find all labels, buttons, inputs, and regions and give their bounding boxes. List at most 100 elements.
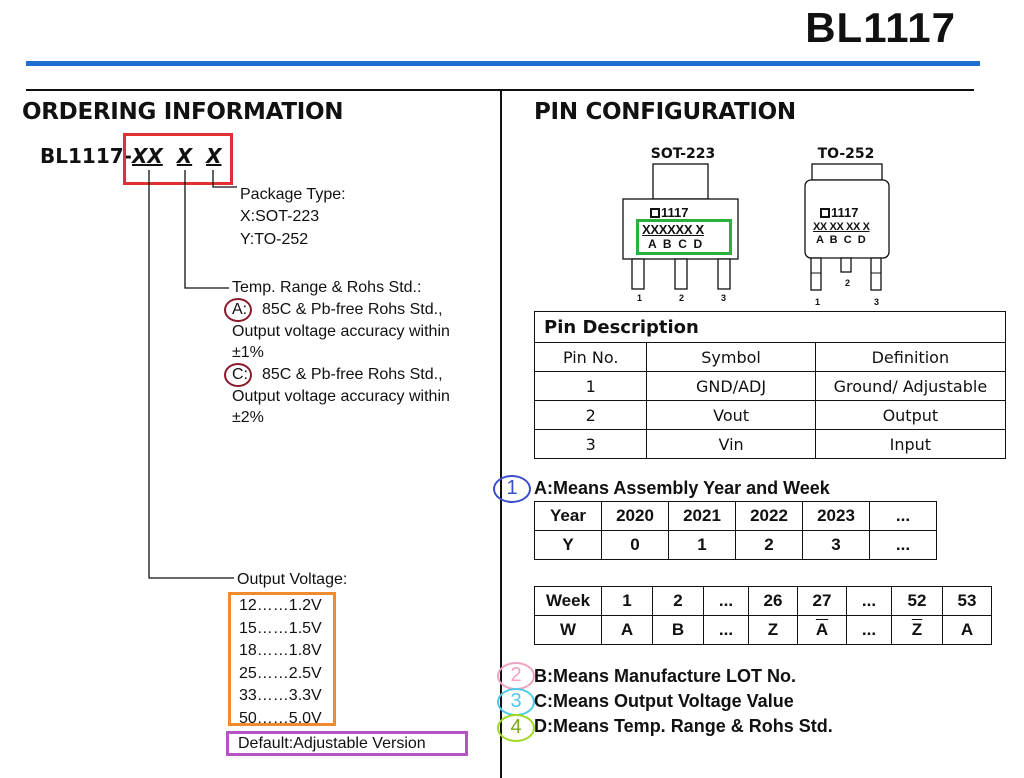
table-cell: 2023 bbox=[802, 501, 870, 531]
table-row: Week 1 2 ... 26 27 ... 52 53 bbox=[534, 586, 992, 616]
part-prefix: BL1117- bbox=[40, 144, 132, 168]
table-cell: Week bbox=[534, 586, 602, 616]
pin-description-title: Pin Description bbox=[534, 311, 1006, 343]
note-a-text: A:Means Assembly Year and Week bbox=[534, 478, 830, 498]
sot223-pin-2: 2 bbox=[679, 293, 685, 303]
note-d-ring: 4 bbox=[497, 714, 535, 742]
table-cell: 2 bbox=[533, 400, 648, 430]
table-cell: 1 bbox=[668, 530, 736, 560]
table-row: 3 Vin Input bbox=[533, 429, 1007, 459]
table-cell: 0 bbox=[601, 530, 669, 560]
bl-logo-icon bbox=[650, 208, 660, 218]
table-cell: A bbox=[601, 615, 653, 645]
voltage-option-15: 15……1.5V bbox=[239, 619, 322, 637]
table-row: 1 GND/ADJ Ground/ Adjustable bbox=[533, 371, 1007, 401]
table-cell: ... bbox=[846, 615, 892, 645]
note-b-ring: 2 bbox=[497, 662, 535, 690]
table-cell: ... bbox=[846, 586, 892, 616]
sot223-code: XXXXXX X bbox=[642, 222, 704, 237]
temp-option-a-line1: 85C & Pb-free Rohs Std., bbox=[262, 301, 443, 318]
temp-a-highlight-ring bbox=[224, 298, 252, 322]
table-cell: 26 bbox=[748, 586, 798, 616]
temp-option-c-line2: Output voltage accuracy within bbox=[232, 388, 450, 405]
table-cell: A bbox=[797, 615, 847, 645]
table-cell: 1 bbox=[533, 371, 648, 401]
sot223-mark: 1117 bbox=[650, 205, 689, 220]
to252-mark: 1117 bbox=[820, 205, 859, 220]
temp-range-label: Temp. Range & Rohs Std.: bbox=[232, 279, 422, 296]
section-divider bbox=[500, 89, 502, 778]
voltage-connector bbox=[148, 170, 234, 579]
table-cell: A bbox=[942, 615, 992, 645]
note-a-ring: 1 bbox=[493, 475, 531, 503]
table-row: Y 0 1 2 3 ... bbox=[534, 530, 937, 560]
part-field-xx: XX bbox=[131, 144, 163, 168]
voltage-option-18: 18……1.8V bbox=[239, 642, 322, 660]
table-cell: W bbox=[534, 615, 602, 645]
package-option-sot223: X:SOT-223 bbox=[240, 208, 320, 225]
table-cell: 3 bbox=[533, 429, 648, 459]
package-option-to252: Y:TO-252 bbox=[240, 231, 309, 248]
note-b-text: B:Means Manufacture LOT No. bbox=[534, 666, 797, 686]
pin-description-table: Pin Description Pin No. Symbol Definitio… bbox=[533, 311, 1007, 459]
sot223-pin-1: 1 bbox=[637, 293, 643, 303]
temp-option-a-line3: ±1% bbox=[232, 344, 264, 361]
table-row: Year 2020 2021 2022 2023 ... bbox=[534, 501, 937, 531]
table-cell: Vout bbox=[646, 400, 816, 430]
table-cell: GND/ADJ bbox=[646, 371, 816, 401]
to252-label: TO-252 bbox=[817, 146, 875, 162]
package-type-label: Package Type: bbox=[240, 186, 346, 203]
header-blue-bar bbox=[26, 61, 980, 66]
to252-code: XX XX XX X bbox=[813, 221, 870, 233]
to252-package-drawing bbox=[804, 163, 890, 291]
table-cell: 2021 bbox=[668, 501, 736, 531]
voltage-option-12: 12……1.2V bbox=[239, 597, 322, 614]
voltage-option-33: 33……3.3V bbox=[239, 687, 322, 705]
sot223-package-drawing bbox=[622, 163, 739, 290]
table-cell: 2 bbox=[735, 530, 803, 560]
temp-option-c-line3: ±2% bbox=[232, 409, 264, 426]
note-c-text: C:Means Output Voltage Value bbox=[534, 691, 794, 711]
table-cell: Output bbox=[814, 400, 1007, 430]
table-cell: ... bbox=[869, 530, 937, 560]
document-title: BL1117 bbox=[805, 4, 956, 51]
table-cell: B bbox=[652, 615, 704, 645]
table-cell: 27 bbox=[797, 586, 847, 616]
table-cell: ... bbox=[703, 615, 749, 645]
table-row: Pin No. Symbol Definition bbox=[533, 342, 1007, 372]
sot223-label: SOT-223 bbox=[650, 146, 716, 162]
bl-logo-icon bbox=[820, 208, 830, 218]
to252-letters: A B C D bbox=[816, 234, 866, 246]
temp-c-highlight-ring bbox=[224, 363, 252, 387]
package-connector bbox=[212, 170, 237, 188]
default-version-box: Default:Adjustable Version bbox=[226, 731, 468, 756]
voltage-options-box: 12……1.2V 15……1.5V 18……1.8V 25……2.5V 33……… bbox=[228, 592, 336, 727]
table-header-cell: Pin No. bbox=[533, 342, 648, 372]
table-cell: 52 bbox=[891, 586, 943, 616]
table-cell: Vin bbox=[646, 429, 816, 459]
table-cell: 53 bbox=[942, 586, 992, 616]
sot223-pin-3: 3 bbox=[721, 293, 727, 303]
ordering-connector-lines bbox=[148, 170, 237, 579]
table-cell: ... bbox=[703, 586, 749, 616]
sot223-letters: A B C D bbox=[648, 237, 703, 251]
note-d-text: D:Means Temp. Range & Rohs Std. bbox=[534, 716, 833, 736]
temp-connector bbox=[184, 170, 229, 289]
sot223-code-highlight-box bbox=[636, 219, 732, 255]
temp-option-c-line1: 85C & Pb-free Rohs Std., bbox=[262, 366, 443, 383]
pin-config-title: PIN CONFIGURATION bbox=[534, 99, 796, 125]
table-cell: ... bbox=[869, 501, 937, 531]
table-cell: 2 bbox=[652, 586, 704, 616]
table-cell: Input bbox=[814, 429, 1007, 459]
output-voltage-label: Output Voltage: bbox=[237, 571, 348, 588]
table-cell: Z bbox=[891, 615, 943, 645]
part-field-x1: X bbox=[176, 144, 193, 168]
to252-pin-3: 3 bbox=[874, 297, 880, 307]
table-cell: 2020 bbox=[601, 501, 669, 531]
to252-pin-2: 2 bbox=[845, 278, 851, 288]
table-cell: 2022 bbox=[735, 501, 803, 531]
voltage-option-25: 25……2.5V bbox=[239, 664, 322, 682]
table-cell: Y bbox=[534, 530, 602, 560]
part-number-code: BL1117-XX X X bbox=[40, 144, 222, 168]
temp-option-a-line2: Output voltage accuracy within bbox=[232, 323, 450, 340]
